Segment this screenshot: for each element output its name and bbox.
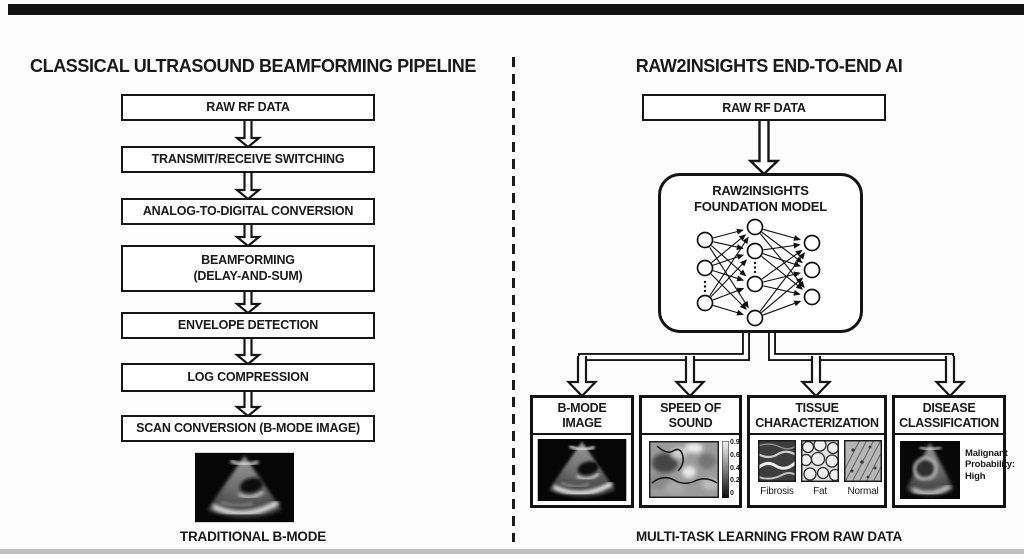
colorbar-tick-labels: 0.9 0.6 0.4 0.2 0 <box>730 439 740 497</box>
colorbar-tick: 0 <box>730 490 734 497</box>
output-title-tissue: TISSUE CHARACTERIZATION <box>750 398 884 435</box>
tissue-thumb-fibrosis <box>757 439 798 483</box>
fanout-arrow-icons <box>565 356 967 398</box>
output-title-bmode: B-MODE IMAGE <box>533 398 631 435</box>
disease-annotation: Malignant Probability: High <box>965 448 1015 482</box>
bottom-border-band <box>0 549 1024 554</box>
neural-network-diagram <box>696 218 821 327</box>
output-title-speed-of-sound: SPEED OF SOUND <box>642 398 739 435</box>
colorbar-tick: 0.2 <box>730 477 740 485</box>
tissue-thumb-fat <box>799 438 842 483</box>
flow-step-raw-rf-data: RAW RF DATA <box>121 94 375 121</box>
left-caption: TRADITIONAL B-MODE <box>179 529 327 544</box>
output-box-disease: DISEASE CLASSIFICATION Malignant Probabi… <box>892 395 1015 508</box>
bmode-ultrasound-image <box>195 452 294 523</box>
tissue-label-fibrosis: Fibrosis <box>760 486 794 497</box>
fanout-connector <box>578 330 954 382</box>
flow-step-scan-conversion: SCAN CONVERSION (B-MODE IMAGE) <box>121 415 375 442</box>
input-raw-rf-data-box: RAW RF DATA <box>642 94 886 121</box>
right-caption: MULTI-TASK LEARNING FROM RAW DATA <box>635 529 903 544</box>
input-to-model-arrow-icon <box>747 120 781 176</box>
left-panel-title: CLASSICAL ULTRASOUND BEAMFORMING PIPELIN… <box>30 56 476 76</box>
flow-step-transmit-receive: TRANSMIT/RECEIVE SWITCHING <box>121 146 375 173</box>
disease-ultrasound-image <box>900 441 960 499</box>
speed-of-sound-map-image <box>648 440 720 499</box>
foundation-model-box: RAW2INSIGHTS FOUNDATION MODEL <box>658 173 863 333</box>
output-box-tissue: TISSUE CHARACTERIZATION <box>747 395 896 508</box>
top-border-band <box>8 4 1024 15</box>
bmode-thumb-image <box>537 439 627 501</box>
colorbar-tick: 0.4 <box>730 464 740 472</box>
output-box-speed-of-sound: SPEED OF SOUND <box>639 395 742 508</box>
flow-step-envelope-detection: ENVELOPE DETECTION <box>121 312 375 339</box>
tissue-label-normal: Normal <box>847 486 879 497</box>
colorbar-tick: 0.9 <box>730 439 740 446</box>
tissue-thumb-normal <box>837 439 896 483</box>
output-box-bmode: B-MODE IMAGE <box>530 395 634 508</box>
flow-step-adc: ANALOG-TO-DIGITAL CONVERSION <box>121 198 375 225</box>
flow-step-log-compression: LOG COMPRESSION <box>121 363 375 392</box>
tissue-label-fat: Fat <box>813 486 827 497</box>
right-panel-title: RAW2INSIGHTS END-TO-END AI <box>635 56 903 76</box>
flow-step-beamforming: BEAMFORMING (DELAY-AND-SUM) <box>121 245 375 292</box>
colorbar-tick: 0.6 <box>730 451 740 459</box>
speed-colorbar <box>721 440 730 499</box>
foundation-model-label: RAW2INSIGHTS FOUNDATION MODEL <box>693 183 828 214</box>
output-title-disease: DISEASE CLASSIFICATION <box>895 398 1003 435</box>
